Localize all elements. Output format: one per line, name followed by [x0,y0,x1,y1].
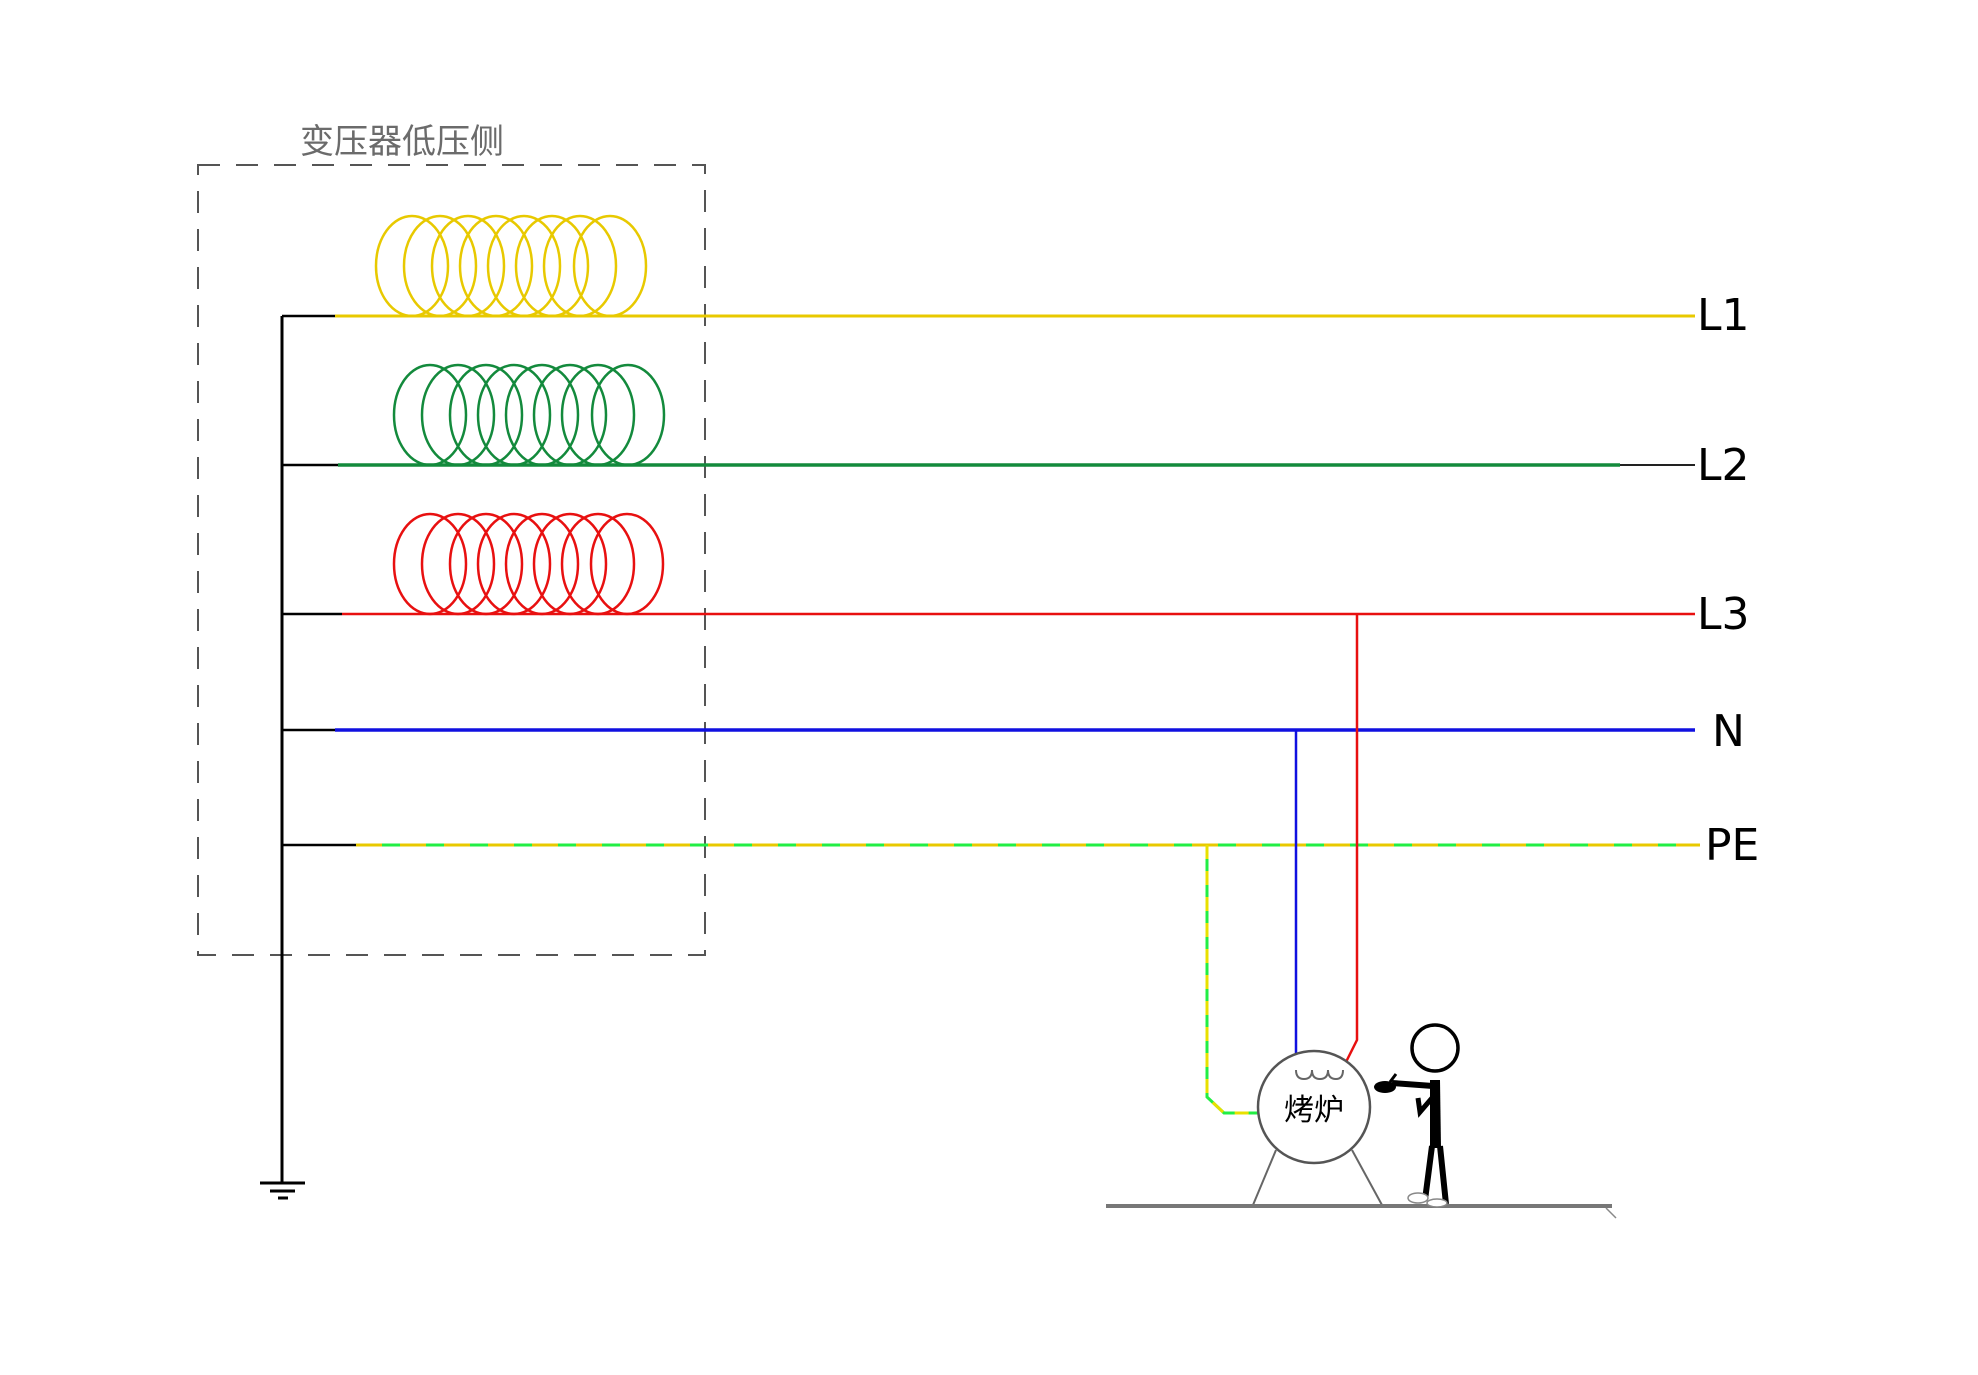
l3-drop-wire [1341,614,1359,1069]
floor-tick [1605,1207,1617,1219]
coil-L2 [392,363,666,467]
transformer-box [197,164,706,956]
appliance-heater: 烤炉 [1252,1049,1383,1206]
heating-element-icon [1295,1069,1344,1081]
appliance-label: 烤炉 [1284,1093,1344,1128]
person-body [1430,1080,1441,1148]
label-PE: PE [1705,820,1759,871]
person-arm-reaching [1391,1080,1434,1089]
pe-drop-wire [1205,845,1258,1115]
coil-L1 [374,214,648,318]
person-head [1410,1023,1460,1073]
label-L2: L2 [1697,440,1750,491]
label-L1: L1 [1697,290,1750,341]
person-legs [1422,1145,1449,1205]
person-arm-bent [1415,1096,1434,1118]
earth-ground-icon [260,1181,305,1200]
transformer-title: 变压器低压侧 [300,122,504,162]
label-N: N [1712,706,1745,757]
person-figure [1374,1023,1460,1208]
label-L3: L3 [1697,589,1750,640]
coil-L3 [392,512,665,616]
